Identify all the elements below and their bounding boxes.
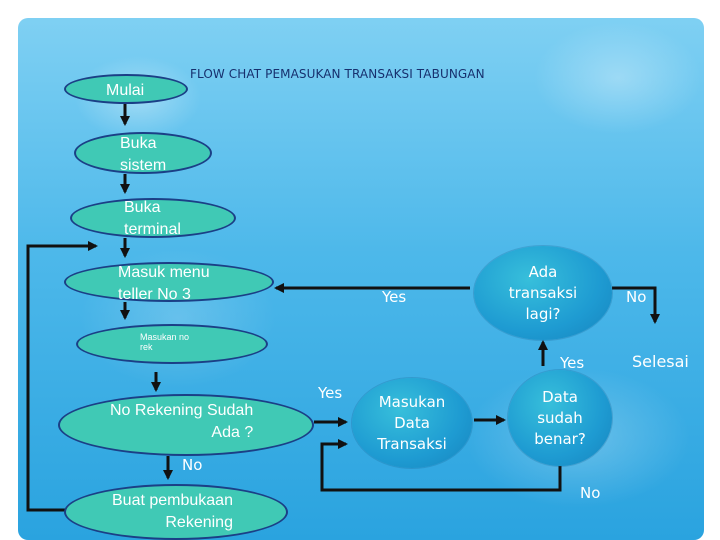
node-selesai: Selesai — [632, 352, 689, 371]
node-masukan-no-rek-label: Masukan no rek — [140, 332, 190, 352]
node-buat-pembukaan: Buat pembukaan Rekening — [64, 484, 288, 540]
page-title: FLOW CHAT PEMASUKAN TRANSAKSI TABUNGAN — [190, 67, 485, 81]
arrow-data-no-loop — [320, 438, 562, 492]
node-buat-pembukaan-label: Buat pembukaan Rekening — [112, 492, 233, 531]
node-mulai: Mulai — [64, 74, 188, 104]
node-ada-transaksi-lagi: Ada transaksi lagi? — [474, 246, 612, 340]
node-buka-sistem: Buka sistem — [74, 132, 212, 174]
node-buka-terminal-label: Buka terminal — [124, 199, 181, 238]
node-buka-terminal: Buka terminal — [70, 198, 236, 238]
node-data-sudah-benar: Data sudah benar? — [508, 370, 612, 466]
node-masukan-no-rek: Masukan no rek — [76, 324, 268, 364]
label-no-data: No — [580, 484, 601, 502]
node-masukan-data-transaksi: Masukan Data Transaksi — [352, 378, 472, 468]
node-masuk-menu: Masuk menu teller No 3 — [64, 262, 274, 303]
node-no-rekening-sudah-ada: No Rekening Sudah Ada ? — [58, 394, 314, 456]
label-yes-rekening: Yes — [318, 384, 343, 402]
node-mulai-label: Mulai — [106, 82, 145, 99]
node-masuk-menu-label: Masuk menu teller No 3 — [118, 264, 210, 303]
node-no-rekening-label: No Rekening Sudah Ada ? — [110, 402, 254, 441]
label-no-to-selesai: No — [626, 288, 647, 306]
arrow-loop-to-masuk-menu — [26, 240, 99, 512]
arrow-ada-transaksi-to-selesai — [612, 286, 661, 325]
label-yes-to-menu: Yes — [382, 288, 407, 306]
label-no-rekening: No — [182, 456, 203, 474]
node-buka-sistem-label: Buka sistem — [120, 135, 167, 174]
label-yes-from-data: Yes — [560, 354, 585, 372]
